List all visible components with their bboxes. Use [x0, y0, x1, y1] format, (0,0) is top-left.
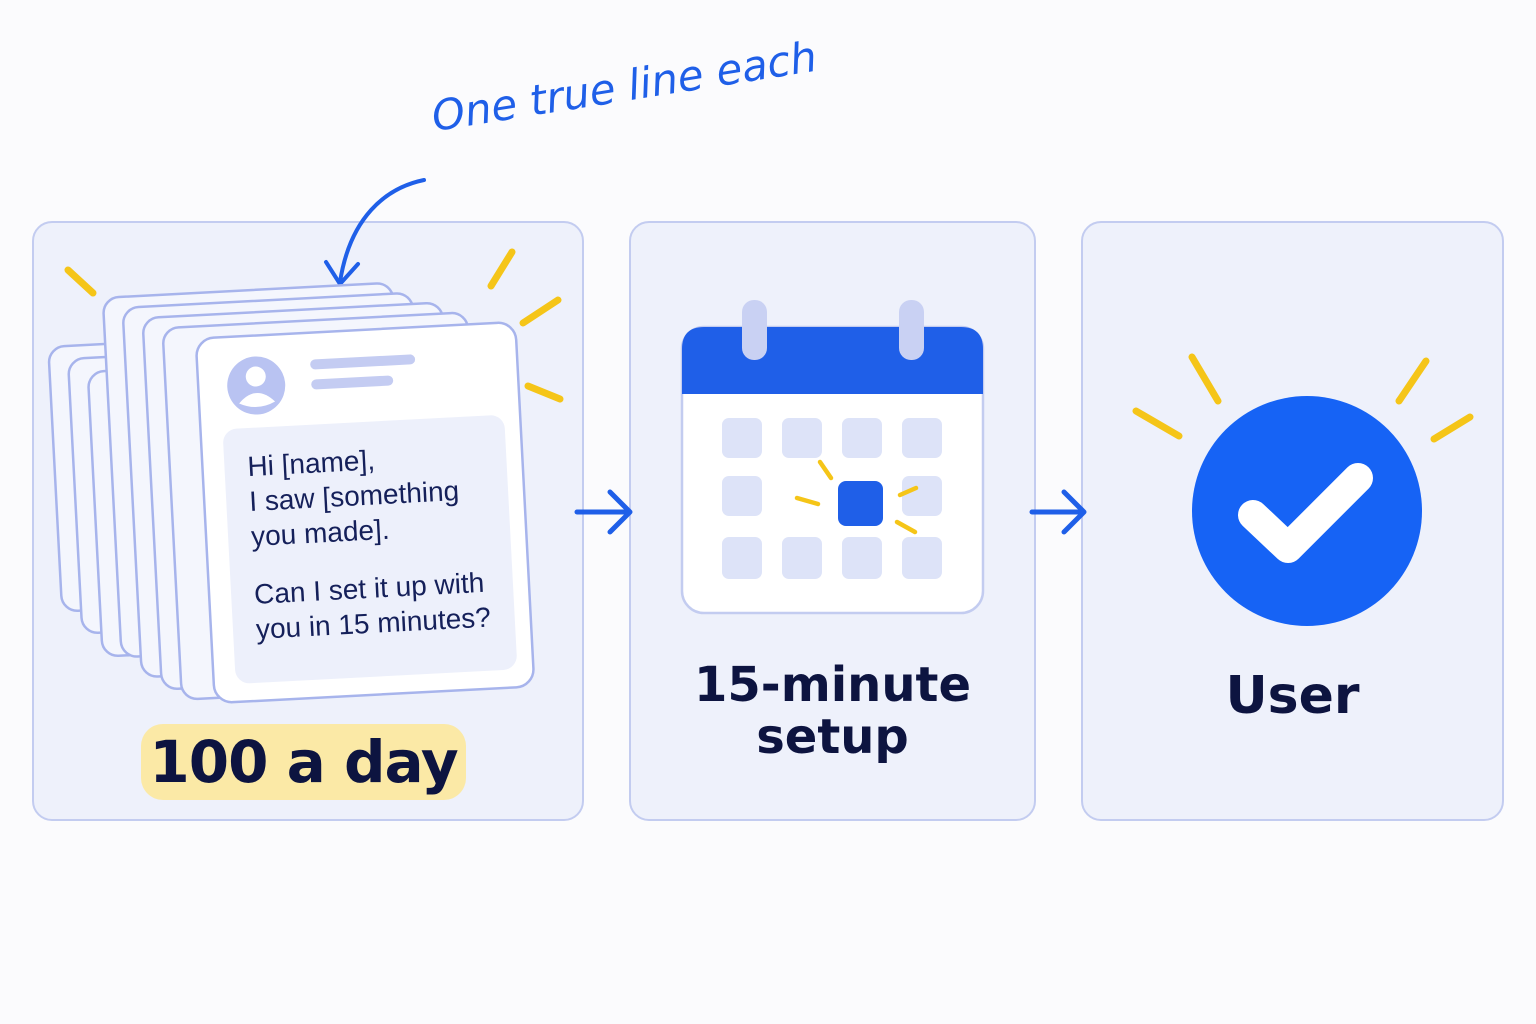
- checkmark-circle-icon: [1132, 353, 1474, 626]
- daily-count-badge: 100 a day: [141, 724, 466, 800]
- arrow-right-icon: [1029, 489, 1087, 535]
- user-label: User: [1225, 666, 1360, 726]
- message-greeting-line-3: you made].: [250, 514, 390, 552]
- setup-label-line-2: setup: [756, 708, 909, 765]
- message-sparkles: [64, 248, 564, 403]
- setup-label-line-1: 15-minute: [693, 657, 972, 713]
- selected-day-sparkles: [794, 459, 919, 535]
- selected-day-cell: [838, 481, 883, 526]
- message-card: Hi [name], I saw [something you made]. C…: [195, 321, 535, 704]
- calendar-icon: [680, 300, 985, 615]
- message-greeting-line-1: Hi [name],: [247, 444, 376, 482]
- daily-count-label: 100 a day: [149, 728, 458, 796]
- setup-label: 15-minute setup: [629, 657, 1036, 765]
- user-avatar-icon: [227, 356, 286, 415]
- arrow-right-icon: [574, 489, 633, 535]
- annotation-arrow: [324, 178, 426, 286]
